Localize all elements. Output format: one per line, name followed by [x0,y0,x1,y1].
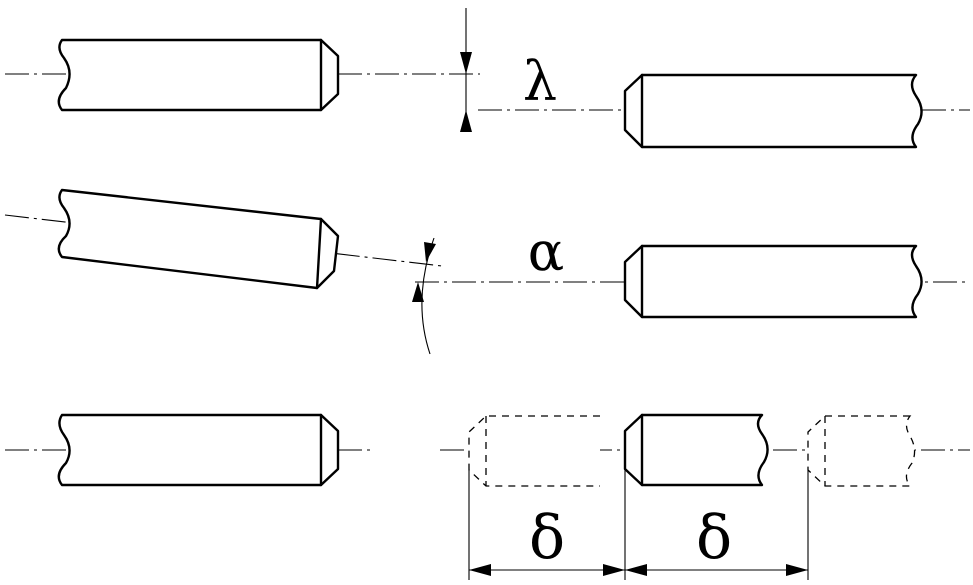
row-offset: λ [5,8,970,149]
gap-symbol-delta-right: δ [696,503,732,573]
left-shaft-row2-chamfer-edge [315,217,323,290]
row-gap: δ δ [5,413,970,580]
angle-arrow-top [424,242,436,262]
left-shaft-row2-tilted [57,188,340,290]
left-shaft-row3 [57,413,340,487]
right-shaft-row3 [623,413,769,487]
angle-symbol-alpha: α [528,220,564,283]
offset-symbol-lambda: λ [523,50,557,113]
gap2-arrow-right [786,564,808,576]
right-shaft-row2 [623,244,923,319]
right-shaft-row1 [623,73,923,149]
left-shaft-row1 [57,38,340,112]
ghost-shaft-right [807,415,916,487]
gap-symbol-delta-left: δ [529,503,565,573]
offset-arrow-bottom [460,110,472,132]
gap1-arrow-left [469,564,491,576]
ghost-shaft-left [468,415,600,487]
offset-arrow-top [460,52,472,74]
angle-arrow-bottom [412,282,424,302]
row-angle: α [4,188,970,355]
gap1-arrow-right [603,564,625,576]
gap2-arrow-left [625,564,647,576]
